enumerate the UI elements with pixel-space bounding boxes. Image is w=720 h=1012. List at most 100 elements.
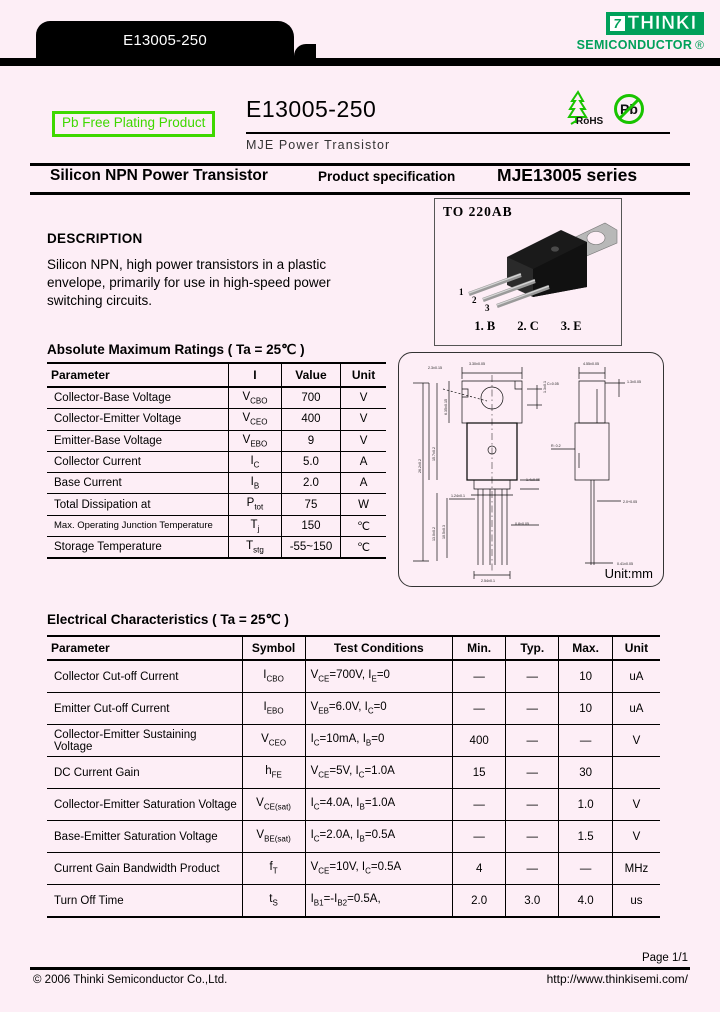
cell-test-conditions: IC=10mA, IB=0 xyxy=(304,724,454,757)
table-header-row: Parameter Symbol Test Conditions Min. Ty… xyxy=(47,635,660,661)
cell-typ: — xyxy=(505,852,560,885)
cell-max: — xyxy=(558,724,613,757)
cell-parameter: Collector-Base Voltage xyxy=(47,386,230,409)
cell-unit: V xyxy=(611,788,660,821)
column-header-value: Value xyxy=(280,362,342,388)
absolute-max-ratings-table: Parameter I Value Unit Collector-Base Vo… xyxy=(47,362,386,560)
cell-typ: 3.0 xyxy=(505,884,560,918)
cell-symbol: IC xyxy=(228,450,282,473)
cell-min: 15 xyxy=(452,756,507,789)
cell-typ: — xyxy=(505,788,560,821)
pin-number-3: 3 xyxy=(485,303,490,313)
cell-symbol: VCEO xyxy=(241,724,306,757)
column-header-unit: Unit xyxy=(611,635,660,661)
cell-value: 5.0 xyxy=(280,450,342,473)
svg-text:2.3±0.15: 2.3±0.15 xyxy=(428,366,442,370)
cell-test-conditions: VCE=5V, IC=1.0A xyxy=(304,756,454,789)
svg-text:26.2±0.2: 26.2±0.2 xyxy=(418,459,422,473)
column-header-typ: Typ. xyxy=(505,635,560,661)
cell-symbol: Ptot xyxy=(228,493,282,516)
svg-text:1.24±0.1: 1.24±0.1 xyxy=(451,494,465,498)
cell-test-conditions: VCE=700V, IE=0 xyxy=(304,659,454,693)
electrical-characteristics-title: Electrical Characteristics ( Ta = 25℃ ) xyxy=(47,612,289,627)
title-underline xyxy=(246,132,670,134)
column-header-parameter: Parameter xyxy=(47,635,243,661)
header-part-label: E13005-250 xyxy=(123,32,207,49)
cell-unit: ℃ xyxy=(340,514,386,537)
cell-max: — xyxy=(558,852,613,885)
cell-value: 75 xyxy=(280,493,342,516)
cell-parameter: Collector-Emitter Sustaining Voltage xyxy=(47,724,243,757)
cell-unit: V xyxy=(611,820,660,853)
cell-parameter: Emitter-Base Voltage xyxy=(47,429,230,452)
cell-symbol: tS xyxy=(241,884,306,918)
cell-typ: — xyxy=(505,659,560,693)
cell-typ: — xyxy=(505,724,560,757)
logo-subtitle: SEMICONDUCTOR xyxy=(576,38,693,52)
cell-max: 1.5 xyxy=(558,820,613,853)
cell-value: -55~150 xyxy=(280,536,342,560)
cell-unit: uA xyxy=(611,659,660,693)
cell-symbol: VBE(sat) xyxy=(241,820,306,853)
column-header-parameter: Parameter xyxy=(47,362,230,388)
column-header-symbol: I xyxy=(228,362,282,388)
mechanical-drawing-panel: 3.30±0.05 2.3±0.15 C=0.05 1.3±0.1 26.2±0… xyxy=(398,352,664,587)
cell-symbol: fT xyxy=(241,852,306,885)
cell-test-conditions: IC=4.0A, IB=1.0A xyxy=(304,788,454,821)
page-number: Page 1/1 xyxy=(641,952,688,964)
svg-text:13.0±0.2: 13.0±0.2 xyxy=(432,527,436,541)
header-tab-notch xyxy=(294,44,316,60)
cell-parameter: Turn Off Time xyxy=(47,884,243,918)
column-header-unit: Unit xyxy=(340,362,386,388)
cell-unit: A xyxy=(340,472,386,494)
website-link[interactable]: http://www.thinkisemi.com/ xyxy=(546,972,688,986)
svg-text:2.0+0.05: 2.0+0.05 xyxy=(623,500,637,504)
column-header-test-conditions: Test Conditions xyxy=(304,635,454,661)
cell-min: — xyxy=(452,692,507,725)
svg-text:RoHS: RoHS xyxy=(576,116,604,127)
cell-test-conditions: VCE=10V, IC=0.5A xyxy=(304,852,454,885)
section-label-left: Silicon NPN Power Transistor xyxy=(50,167,268,184)
cell-symbol: Tj xyxy=(228,514,282,537)
column-header-min: Min. xyxy=(452,635,507,661)
cell-unit: V xyxy=(340,429,386,452)
pin-number-2: 2 xyxy=(472,295,477,305)
cell-max: 10 xyxy=(558,692,613,725)
cell-typ: — xyxy=(505,756,560,789)
table-header-row: Parameter I Value Unit xyxy=(47,362,386,388)
logo-wordmark: THINKI xyxy=(627,13,697,34)
cell-min: 400 xyxy=(452,724,507,757)
svg-text:15.7±0.2: 15.7±0.2 xyxy=(432,447,436,461)
cell-parameter: Collector-Emitter Saturation Voltage xyxy=(47,788,243,821)
svg-text:1.4±0.05: 1.4±0.05 xyxy=(526,478,540,482)
cell-parameter: Total Dissipation at xyxy=(47,493,230,516)
cell-unit: A xyxy=(340,450,386,473)
cell-symbol: ICBO xyxy=(241,659,306,693)
cell-parameter: DC Current Gain xyxy=(47,756,243,789)
cell-min: — xyxy=(452,820,507,853)
cell-parameter: Max. Operating Junction Temperature xyxy=(47,514,230,537)
lead-free-pb-icon: Pb xyxy=(612,92,646,131)
cell-min: — xyxy=(452,659,507,693)
cell-symbol: VCBO xyxy=(228,386,282,409)
cell-typ: — xyxy=(505,820,560,853)
cell-parameter: Current Gain Bandwidth Product xyxy=(47,852,243,885)
svg-text:0.8±0.05: 0.8±0.05 xyxy=(515,522,529,526)
package-dimension-drawing: 3.30±0.05 2.3±0.15 C=0.05 1.3±0.1 26.2±0… xyxy=(413,362,641,583)
cell-symbol: VCEO xyxy=(228,408,282,431)
column-header-symbol: Symbol xyxy=(241,635,306,661)
svg-text:10.5±0.3: 10.5±0.3 xyxy=(442,525,446,539)
logo-subtitle-row: SEMICONDUCTOR® xyxy=(544,36,704,54)
absolute-max-ratings-title: Absolute Maximum Ratings ( Ta = 25℃ ) xyxy=(47,342,305,357)
